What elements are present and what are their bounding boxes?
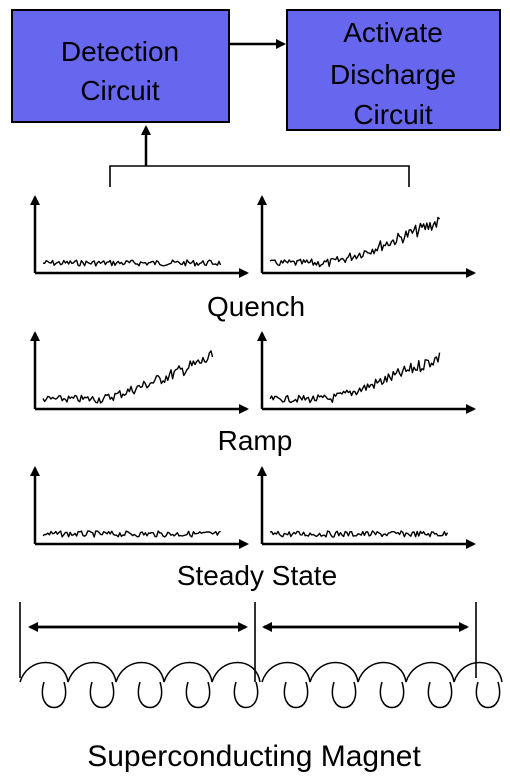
plot-1-1-rising: [257, 331, 476, 414]
coil-right-loop: [331, 681, 357, 709]
quench-label: Quench: [207, 291, 305, 322]
signal-bracket: [109, 125, 410, 187]
tap-span-arrows: [19, 602, 477, 682]
coil-right-loop: [283, 681, 309, 709]
coil-left-humps: [19, 661, 261, 683]
detection-circuit-box: Detection Circuit: [11, 9, 230, 123]
plot-0-1-rising: [257, 195, 476, 278]
coil-right-loop: [427, 681, 453, 709]
plot-2-1-flat: [257, 466, 476, 549]
plot-1-0-rising: [30, 331, 249, 414]
superconducting-magnet-label: Superconducting Magnet: [87, 740, 421, 773]
detection-line2: Circuit: [80, 75, 160, 106]
signal-trace: [42, 259, 222, 267]
coil-left-loop: [185, 681, 211, 709]
discharge-line2: Discharge: [330, 59, 456, 90]
signal-plots: [30, 195, 476, 549]
activate-discharge-circuit-box: Activate Discharge Circuit: [286, 9, 501, 131]
plot-0-0-flat: [30, 195, 249, 278]
signal-trace: [42, 350, 214, 404]
ramp-label: Ramp: [218, 425, 293, 456]
coil-right-loop: [475, 681, 501, 709]
signal-trace: [269, 530, 449, 538]
coil-left-loop: [41, 681, 67, 709]
coil-right-loop: [379, 681, 405, 709]
steady-state-label: Steady State: [177, 560, 337, 591]
magnet-coil: [19, 661, 503, 709]
discharge-line1: Activate: [343, 17, 443, 48]
coil-left-loop: [233, 681, 259, 709]
coil-right-humps: [261, 661, 503, 683]
plot-2-0-flat: [30, 466, 249, 549]
signal-trace: [269, 352, 441, 404]
coil-left-loop: [89, 681, 115, 709]
signal-trace: [42, 530, 221, 538]
coil-left-loop: [137, 681, 163, 709]
detection-line1: Detection: [61, 36, 179, 67]
discharge-line3: Circuit: [353, 99, 433, 130]
signal-trace: [269, 216, 441, 268]
